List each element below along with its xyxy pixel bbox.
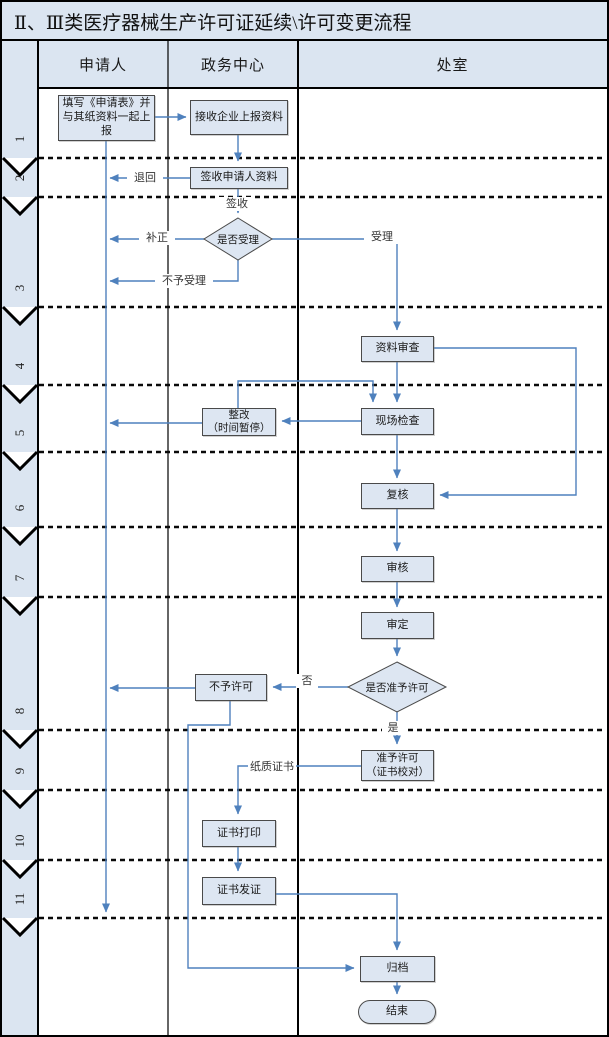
edge-label-sign: 签收 (219, 197, 255, 211)
edge-accept-to-review (272, 238, 401, 331)
lane-number-8: 8 (12, 707, 27, 715)
lane-number-10: 10 (12, 834, 27, 848)
node-sign-for-materials: 签收申请人资料 (190, 167, 288, 189)
lane-number-9: 9 (12, 767, 27, 775)
node-print-certificate: 证书打印 (202, 820, 276, 847)
lane-number-5: 5 (12, 429, 27, 437)
lane-number-2: 2 (12, 174, 27, 182)
edge-label-no: 否 (296, 674, 318, 688)
grant-decision-diamond (346, 661, 448, 713)
column-header-department: 处室 (436, 57, 469, 74)
title-bar-background (2, 2, 607, 40)
edge-label-not-accept: 不予受理 (155, 274, 213, 288)
lane-number-7: 7 (12, 574, 27, 582)
edge-review-loop-to-recheck (434, 347, 577, 499)
accept-decision-label: 是否受理 (217, 234, 259, 246)
edge-notaccept-to-applicant (109, 260, 239, 285)
node-audit: 审核 (361, 556, 434, 582)
node-fill-application-form: 填写《申请表》并与其纸资料一起上报 (58, 95, 155, 141)
grant-decision-label: 是否准予许可 (365, 682, 429, 694)
edge-label-paper-certificate: 纸质证书 (248, 760, 296, 774)
edge-label-return: 退回 (127, 171, 163, 185)
lane-number-1: 1 (12, 135, 27, 143)
edge-label-yes: 是 (382, 721, 404, 735)
node-end: 结束 (358, 1000, 436, 1024)
header-row-background (2, 40, 607, 88)
node-issue-certificate: 证书发证 (202, 877, 276, 905)
lane-chevrons (1, 156, 39, 938)
column-header-applicant: 申请人 (78, 57, 127, 74)
lane-number-4: 4 (12, 362, 27, 370)
node-recheck: 复核 (361, 483, 434, 509)
node-receive-materials: 接收企业上报资料 (190, 100, 288, 135)
edge-rectify-back-to-onsite (237, 380, 377, 408)
flow-connectors (102, 113, 577, 995)
lane-number-3: 3 (12, 284, 27, 292)
edge-label-correct: 补正 (139, 231, 175, 245)
node-deny-license: 不予许可 (195, 674, 267, 701)
stage-separators (39, 156, 606, 920)
page-title: Ⅱ、Ⅲ类医疗器械生产许可证延续\许可变更流程 (14, 13, 412, 34)
edge-label-accept: 受理 (364, 230, 400, 244)
edge-deny-to-archive (187, 701, 355, 972)
edge-grant-to-print (234, 765, 361, 815)
lane-number-11: 11 (12, 892, 27, 906)
edge-issue-to-archive (276, 893, 401, 951)
node-onsite-inspection: 现场检查 (361, 408, 434, 435)
node-grant-license: 准予许可 （证书校对） (361, 750, 434, 781)
lane-number-6: 6 (12, 504, 27, 512)
column-header-service-center: 政务中心 (200, 57, 265, 74)
node-final-review: 审定 (361, 612, 434, 639)
node-material-review: 资料审查 (361, 336, 434, 362)
accept-decision-diamond (203, 217, 273, 261)
node-rectification: 整改 （时间暂停） (202, 408, 276, 436)
node-archive: 归档 (360, 956, 435, 982)
